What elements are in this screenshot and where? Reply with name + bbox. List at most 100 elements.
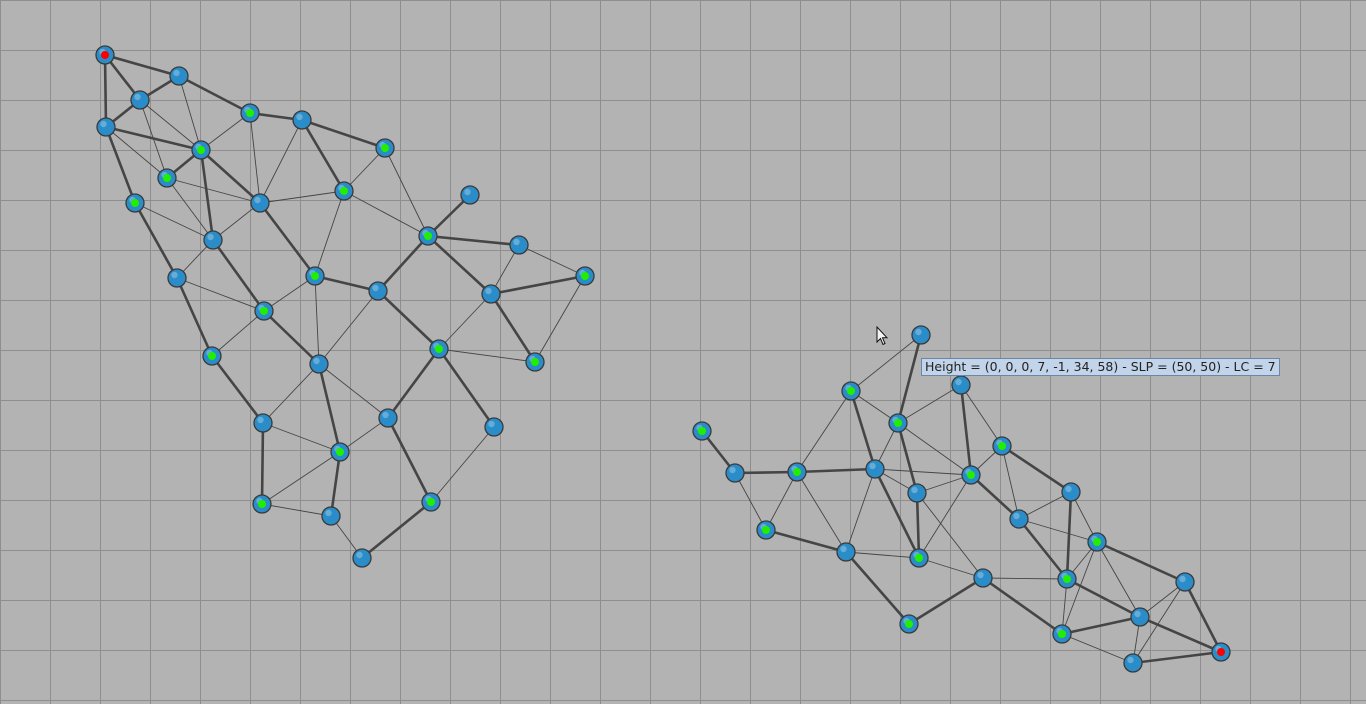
graph-node[interactable]	[191, 140, 211, 160]
graph-edge	[918, 474, 972, 559]
node-tooltip: Height = (0, 0, 0, 7, -1, 34, 58) - SLP …	[921, 358, 1280, 376]
graph-edge	[796, 471, 847, 553]
graph-node[interactable]	[334, 181, 354, 201]
graph-node[interactable]	[836, 542, 856, 562]
graph-node[interactable]	[575, 266, 595, 286]
graph-node[interactable]	[1211, 642, 1231, 662]
graph-edge	[314, 190, 345, 277]
graph-node[interactable]	[481, 284, 501, 304]
graph-node[interactable]	[907, 483, 927, 503]
graph-node[interactable]	[1130, 607, 1150, 627]
graph-node[interactable]	[1123, 653, 1143, 673]
graph-edge	[1017, 517, 1069, 581]
node-highlight	[911, 486, 918, 494]
graph-node[interactable]	[292, 110, 312, 130]
graph-node[interactable]	[368, 281, 388, 301]
node-highlight	[257, 416, 264, 424]
graph-edge	[764, 528, 848, 554]
graph-edge	[796, 390, 852, 473]
graph-node[interactable]	[95, 45, 115, 65]
node-circle	[865, 459, 885, 479]
graph-edge	[199, 148, 262, 205]
node-circle	[203, 230, 223, 250]
graph-edge	[249, 112, 261, 204]
graph-node[interactable]	[909, 548, 929, 568]
graph-edge	[534, 275, 586, 363]
graph-node[interactable]	[1009, 509, 1029, 529]
graph-edge	[437, 347, 496, 429]
graph-edge	[426, 193, 472, 238]
graph-node[interactable]	[725, 463, 745, 483]
graph-node[interactable]	[305, 266, 325, 286]
graph-node[interactable]	[888, 413, 908, 433]
graph-node[interactable]	[484, 417, 504, 437]
node-highlight	[977, 571, 984, 579]
graph-node[interactable]	[252, 494, 272, 514]
graph-node[interactable]	[692, 421, 712, 441]
graph-node[interactable]	[96, 117, 116, 137]
node-highlight	[1127, 656, 1134, 664]
graph-node[interactable]	[157, 168, 177, 188]
green-marker-icon	[1058, 630, 1066, 638]
graph-node[interactable]	[130, 90, 150, 110]
graph-edge	[386, 347, 441, 420]
graph-node[interactable]	[202, 346, 222, 366]
graph-node[interactable]	[250, 193, 270, 213]
graph-node[interactable]	[841, 381, 861, 401]
graph-node[interactable]	[460, 185, 480, 205]
graph-node[interactable]	[1061, 482, 1081, 502]
graph-node[interactable]	[973, 568, 993, 588]
graph-node[interactable]	[125, 193, 145, 213]
node-highlight	[729, 466, 736, 474]
graph-node[interactable]	[1175, 572, 1195, 592]
graph-edge	[874, 468, 972, 476]
graph-node[interactable]	[865, 459, 885, 479]
graph-node[interactable]	[253, 413, 273, 433]
node-circle	[973, 568, 993, 588]
graph-edge	[177, 74, 252, 115]
graph-node[interactable]	[899, 614, 919, 634]
graph-node[interactable]	[330, 442, 350, 462]
graph-node[interactable]	[911, 325, 931, 345]
graph-edge	[426, 234, 493, 296]
graph-node[interactable]	[418, 226, 438, 246]
green-marker-icon	[698, 427, 706, 435]
graph-node[interactable]	[756, 520, 776, 540]
graph-node[interactable]	[378, 408, 398, 428]
graph-node[interactable]	[240, 103, 260, 123]
graph-node[interactable]	[951, 375, 971, 395]
graph-node[interactable]	[1052, 624, 1072, 644]
graph-edge	[896, 421, 919, 495]
graph-edge	[384, 147, 429, 237]
graph-node[interactable]	[375, 138, 395, 158]
graph-node[interactable]	[169, 66, 189, 86]
graph-node[interactable]	[787, 462, 807, 482]
graph-node[interactable]	[429, 339, 449, 359]
graph-node[interactable]	[525, 352, 545, 372]
graph-node[interactable]	[992, 436, 1012, 456]
graph-edge	[733, 470, 799, 475]
graph-node[interactable]	[961, 465, 981, 485]
graph-node[interactable]	[1057, 569, 1077, 589]
node-highlight	[382, 411, 389, 419]
green-marker-icon	[847, 387, 855, 395]
graph-node[interactable]	[203, 230, 223, 250]
graph-node[interactable]	[509, 235, 529, 255]
graph-node[interactable]	[254, 301, 274, 321]
node-highlight	[485, 287, 492, 295]
graph-edge	[317, 362, 342, 454]
graph-node[interactable]	[321, 506, 341, 526]
green-marker-icon	[424, 232, 432, 240]
graph-edge	[376, 289, 441, 351]
graph-edge	[850, 334, 922, 392]
graph-edge	[210, 354, 265, 425]
graph-node[interactable]	[309, 354, 329, 374]
graph-edge	[1018, 491, 1072, 520]
graph-node[interactable]	[1087, 532, 1107, 552]
graph-node[interactable]	[167, 268, 187, 288]
graph-node[interactable]	[421, 492, 441, 512]
graph-edge	[1060, 615, 1142, 636]
graph-node[interactable]	[352, 548, 372, 568]
graph-edge	[318, 363, 389, 419]
